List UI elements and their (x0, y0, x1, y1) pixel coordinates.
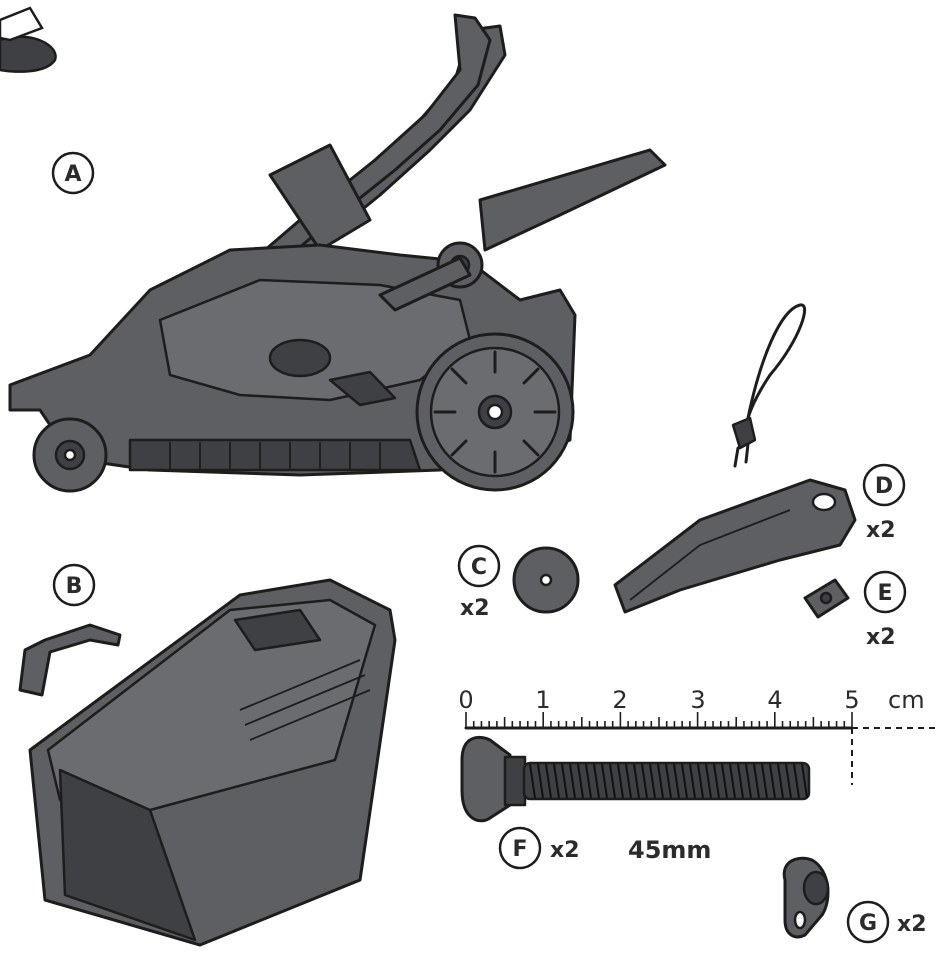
thread-line (769, 763, 776, 799)
part-letter-f: F (512, 837, 527, 862)
label-badge-e: E (863, 570, 907, 614)
thread-line (777, 763, 784, 799)
lever-icon (613, 478, 857, 614)
thread-line (569, 763, 576, 799)
thread-line (801, 763, 808, 799)
ruler-label-5: 5 (844, 686, 859, 714)
part-qty-g: x2 (897, 912, 927, 937)
grass-box-icon (18, 578, 397, 947)
label-badge-f: F (498, 826, 542, 870)
thread-line (585, 763, 592, 799)
ruler: 0 1 2 3 4 5 cm (458, 686, 937, 785)
thread-line (529, 763, 536, 799)
thread-line (601, 763, 608, 799)
thread-line (657, 763, 664, 799)
thread-line (545, 763, 552, 799)
thread-line (633, 763, 640, 799)
thread-line (553, 763, 560, 799)
thread-line (705, 763, 712, 799)
thread-line (729, 763, 736, 799)
part-qty-d: x2 (866, 518, 896, 543)
thread-line (785, 763, 792, 799)
ruler-label-3: 3 (690, 686, 705, 714)
thread-line (689, 763, 696, 799)
part-letter-g: G (859, 911, 877, 936)
thread-line (793, 763, 800, 799)
ruler-unit: cm (888, 686, 925, 714)
part-letter-d: D (875, 474, 893, 499)
label-badge-c: C (457, 544, 501, 588)
ruler-label-1: 1 (535, 686, 550, 714)
bolt-thread (529, 763, 808, 799)
thread-line (577, 763, 584, 799)
part-letter-c: C (471, 555, 487, 580)
lawnmower-icon (8, 13, 667, 493)
thread-line (617, 763, 624, 799)
thread-line (665, 763, 672, 799)
ruler-label-0: 0 (458, 686, 473, 714)
ruler-label-4: 4 (767, 686, 782, 714)
power-cord-icon (731, 303, 806, 468)
part-letter-a: A (64, 162, 81, 187)
thread-line (625, 763, 632, 799)
part-letter-e: E (877, 581, 892, 606)
part-qty-f: x2 (550, 838, 580, 863)
thread-line (561, 763, 568, 799)
part-qty-c: x2 (460, 596, 490, 621)
part-qty-e: x2 (866, 625, 896, 650)
thread-line (641, 763, 648, 799)
thread-line (681, 763, 688, 799)
thread-line (649, 763, 656, 799)
ruler-label-2: 2 (612, 686, 627, 714)
thread-line (761, 763, 768, 799)
thread-line (673, 763, 680, 799)
thread-line (737, 763, 744, 799)
thread-line (753, 763, 760, 799)
carriage-bolt-icon (460, 736, 811, 823)
bolt-length: 45mm (628, 836, 711, 864)
corner-fragment-icon (0, 6, 57, 73)
label-badge-a: A (51, 151, 95, 195)
thread-line (721, 763, 728, 799)
cable-clip-icon (782, 856, 830, 939)
thread-line (593, 763, 600, 799)
thread-line (713, 763, 720, 799)
thread-line (537, 763, 544, 799)
thread-line (609, 763, 616, 799)
part-letter-b: B (66, 574, 83, 599)
label-badge-b: B (52, 563, 96, 607)
washer-icon (512, 546, 580, 614)
nut-icon (803, 578, 850, 619)
label-badge-d: D (862, 463, 906, 507)
thread-line (745, 763, 752, 799)
thread-line (697, 763, 704, 799)
label-badge-g: G (846, 900, 890, 944)
ruler-tick-marks (465, 712, 853, 728)
